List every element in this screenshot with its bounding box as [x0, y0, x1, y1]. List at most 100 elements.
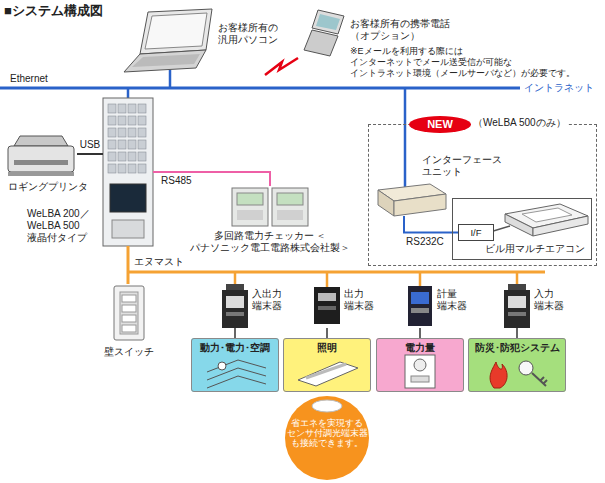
terminal-illustration-part: [318, 293, 336, 301]
annotation-label: ※Eメールを利用する際には インターネットでメール送受信が可能な イントラネット…: [350, 46, 579, 78]
laptop-illustration-part: [124, 50, 206, 72]
checker-node: 多回路電力チェッカー ＜パナソニック電工電路株式会社製＞: [230, 186, 310, 226]
terminal-illustration-part: [226, 312, 244, 316]
ethernet-bus-part: [169, 70, 172, 88]
cabinet-illustration-part: [103, 98, 153, 246]
terminal-illustration-part: [226, 284, 244, 290]
cabinet-illustration: [103, 98, 153, 246]
controller-node: WeLBA 200／ WeLBA 500 液晶付タイプ: [103, 98, 153, 246]
connector: [404, 216, 458, 233]
note-circle-fill: [285, 396, 369, 480]
security-icon-part: [490, 362, 507, 388]
edge-label: USB: [80, 139, 101, 151]
terminal-illustration-part: [314, 287, 340, 324]
printer-illustration-part: [8, 172, 74, 176]
wall-switch-illustration-part: [122, 315, 136, 322]
printer-illustration-part: [14, 136, 68, 146]
power-aircon-icon: [207, 360, 266, 388]
connector: [153, 172, 270, 186]
category-fill: [191, 338, 279, 392]
connector: [516, 328, 518, 338]
category-box: 動力･電力･空調: [191, 338, 279, 392]
ethernet-bus-part: [0, 87, 520, 90]
annotation-label: エヌマスト: [134, 256, 184, 268]
node-label: 入出力 端末器: [252, 288, 286, 312]
phone-illustration: [304, 10, 344, 56]
phone-node: お客様所有の携帯電話 （オプション）: [304, 9, 346, 57]
category-box: 照明: [283, 338, 371, 392]
phone-illustration-part: [316, 14, 340, 30]
meter-icon-part: [411, 376, 429, 382]
terminal-illustration: [222, 284, 530, 328]
interface-unit-illustration: [378, 184, 446, 216]
node-label: インターフェース ユニット: [422, 154, 506, 178]
aircon-box: ビル用マルチエアコン I/F: [452, 198, 592, 260]
annotation-label-holder: ※Eメールを利用する際には インターネットでメール送受信が可能な イントラネット…: [350, 46, 579, 78]
node-label: I/F: [459, 225, 493, 240]
node-label: 省エネを実現する センサ付調光端末器 も接続できます。: [285, 418, 370, 449]
cabinet-illustration-part: [110, 184, 146, 212]
wall-switch-illustration-part: [122, 295, 136, 302]
connector: [77, 153, 103, 155]
connector: [419, 328, 421, 338]
terminal-illustration-part: [508, 284, 526, 290]
wall-switch-illustration: [114, 286, 144, 340]
nmast-bus-part: [516, 272, 519, 284]
terminal-illustration-part: [222, 290, 248, 328]
meter-icon-part: [405, 355, 435, 388]
note-circle: 省エネを実現する センサ付調光端末器 も接続できます。: [285, 396, 369, 480]
wireless-bolt: [265, 58, 298, 75]
wall-switch-illustration-part: [114, 286, 144, 340]
node-label: 出力 端末器: [344, 288, 378, 312]
terminal-illustration-part: [411, 308, 429, 313]
annotation-label-holder: エヌマスト: [134, 256, 184, 268]
node-label: （WeLBA 500のみ）: [471, 117, 568, 129]
node-label: NEW: [409, 116, 471, 133]
laptop-illustration-part: [140, 9, 212, 54]
annotation-label-holder: Ethernet: [10, 73, 48, 85]
checker-illustration-part: [232, 188, 268, 226]
node-label: 多回路電力チェッカー ＜パナソニック電工電路株式会社製＞: [183, 230, 357, 254]
terminal-illustration-part: [411, 292, 429, 304]
phone-illustration-part: [304, 30, 338, 56]
ethernet-bus-part: [404, 88, 407, 187]
nmast-bus-part: [419, 272, 422, 286]
laptop-illustration: [124, 9, 212, 72]
checker-illustration-part: [277, 210, 303, 220]
connector: [326, 328, 328, 338]
category-box: 防災･防犯システム: [468, 338, 566, 392]
aircon-box-fill: [452, 198, 592, 260]
terminal-illustration-part: [508, 312, 526, 316]
security-icon-part: [519, 361, 533, 375]
wall-switch-illustration-part: [122, 325, 136, 332]
meter-icon-part: [414, 359, 426, 371]
wall-switch-node: 壁スイッチ: [112, 284, 146, 342]
interface-unit-node: インターフェース ユニット: [376, 184, 448, 216]
edge-label-holder: RS232C: [406, 236, 444, 248]
node-label: ビル用マルチエアコン: [485, 243, 585, 255]
security-icon-part: [532, 373, 547, 386]
category-fill: [283, 338, 371, 392]
phone-illustration-part: [312, 10, 344, 34]
interface-unit-illustration-part: [394, 194, 446, 216]
node-label: 防災･防犯システム: [469, 341, 565, 355]
checker-illustration-part: [272, 188, 308, 226]
node-label: WeLBA 200／ WeLBA 500 液晶付タイプ: [27, 208, 99, 244]
aircon-illustration-part: [522, 208, 572, 222]
power-aircon-icon-part: [218, 362, 226, 370]
terminal-illustration-part: [504, 290, 530, 328]
wall-switch-illustration-part: [120, 292, 138, 334]
printer-illustration-part: [14, 160, 68, 165]
edge-label-holder: USB: [80, 139, 101, 151]
nmast-bus-part: [234, 272, 237, 284]
node-label: 入力 端末器: [534, 288, 568, 312]
node-label: 電力量: [377, 341, 463, 355]
node-label: 動力･電力･空調: [192, 341, 278, 355]
category-box: 電力量: [376, 338, 464, 392]
nmast-bus-part: [128, 271, 545, 274]
terminal-illustration-part: [226, 296, 244, 308]
terminal-illustration-part: [408, 286, 432, 326]
ethernet-bus: [0, 70, 520, 187]
interface-unit-illustration-part: [378, 190, 394, 216]
